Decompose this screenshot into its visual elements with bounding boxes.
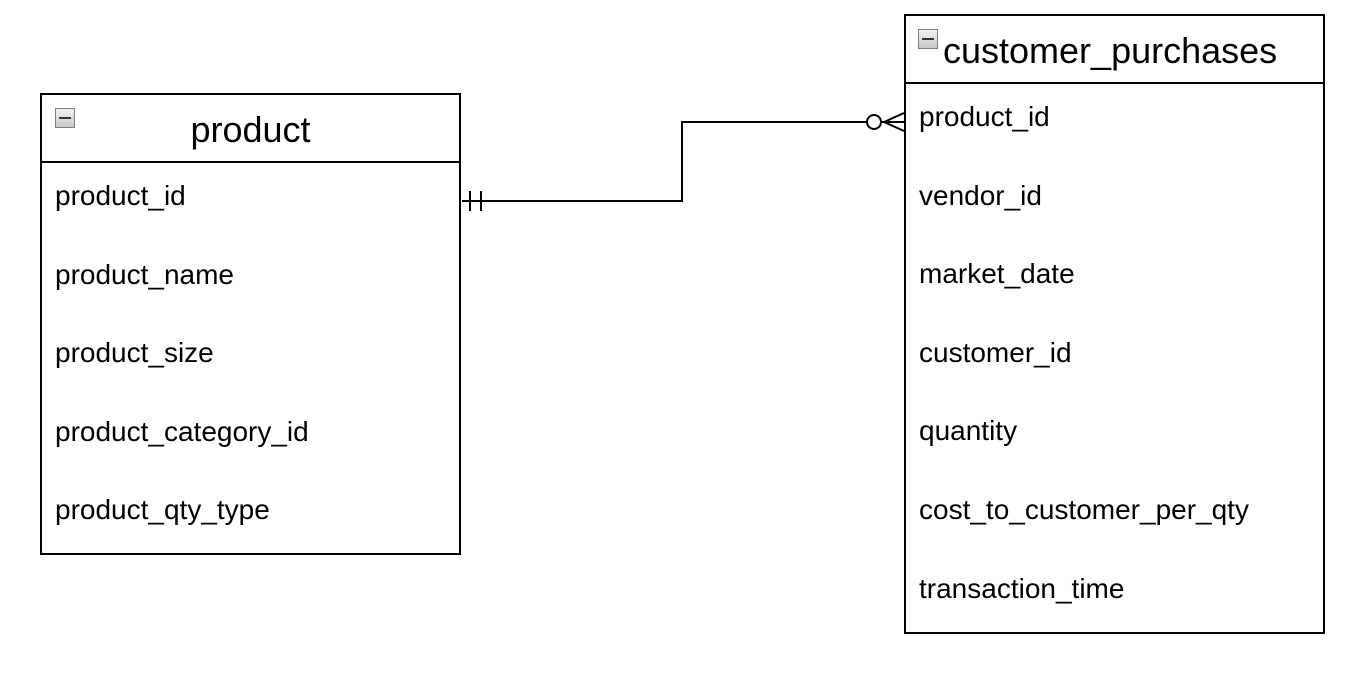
field-product-category-id: product_category_id bbox=[55, 416, 309, 447]
entity-title: product bbox=[190, 109, 311, 150]
field-quantity: quantity bbox=[919, 415, 1018, 446]
field-vendor-id: vendor_id bbox=[919, 180, 1042, 211]
relationship-line bbox=[462, 121, 868, 202]
field-cost-to-customer-per-qty: cost_to_customer_per_qty bbox=[919, 494, 1249, 525]
entity-title: customer_purchases bbox=[943, 30, 1278, 71]
field-product-qty-type: product_qty_type bbox=[55, 494, 270, 525]
entity-header: customer_purchases bbox=[906, 16, 1323, 84]
entity-header: product bbox=[42, 95, 459, 163]
collapse-icon[interactable] bbox=[918, 29, 938, 49]
field-market-date: market_date bbox=[919, 258, 1075, 289]
field-customer-id: customer_id bbox=[919, 337, 1072, 368]
entity-customer-purchases[interactable]: customer_purchases product_id vendor_id … bbox=[904, 14, 1325, 634]
collapse-icon[interactable] bbox=[55, 108, 75, 128]
field-product-id: product_id bbox=[55, 180, 186, 211]
one-mandatory-icon bbox=[469, 191, 482, 211]
field-product-name: product_name bbox=[55, 259, 235, 290]
entity-product[interactable]: product product_id product_name product_… bbox=[40, 93, 461, 555]
field-transaction-time: transaction_time bbox=[919, 573, 1125, 604]
field-product-id: product_id bbox=[919, 101, 1050, 132]
field-product-size: product_size bbox=[55, 337, 214, 368]
zero-or-many-icon bbox=[866, 112, 905, 132]
